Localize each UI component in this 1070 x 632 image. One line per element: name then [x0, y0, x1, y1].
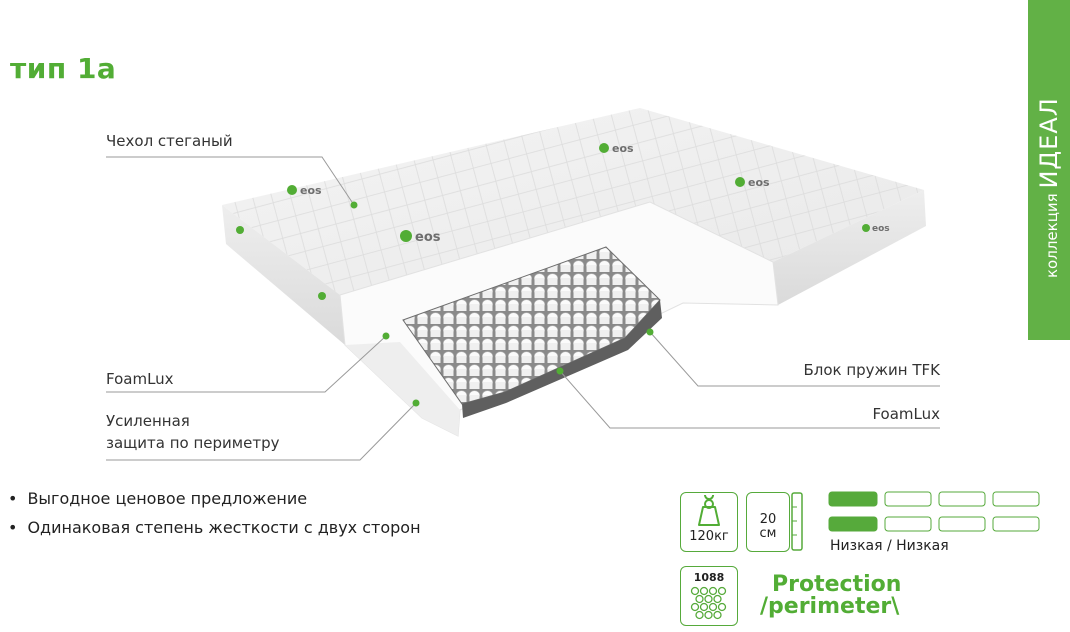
svg-text:eos: eos [612, 142, 634, 155]
label-cover: Чехол стеганый [106, 132, 233, 150]
protection-line1: Protection [772, 572, 902, 597]
callout-lines [106, 156, 940, 461]
firmness-side-a [828, 491, 1040, 507]
height-ruler-icon [791, 492, 803, 551]
protection-perimeter-badge: Protection /perimeter\ [760, 574, 901, 618]
label-foam-left: FoamLux [106, 370, 174, 388]
spring-block [402, 246, 662, 418]
firmness-label: Низкая / Низкая [830, 538, 949, 554]
svg-text:eos: eos [872, 224, 890, 234]
firmness-side-b [828, 516, 1040, 532]
svg-text:eos: eos [300, 184, 322, 197]
firmness-scale [828, 491, 1040, 532]
label-perimeter-line2: защита по периметру [106, 434, 280, 452]
springs-icon [690, 586, 727, 620]
protection-line2: /perimeter\ [760, 594, 900, 619]
height-unit: см [759, 526, 777, 541]
weight-icon [698, 495, 720, 526]
svg-text:eos: eos [748, 176, 770, 189]
label-spring-block: Блок пружин TFK [803, 361, 940, 379]
callout-dots [350, 201, 654, 407]
page-title: тип 1а [10, 52, 117, 85]
brand-logo: eos eos eos eos eos [236, 142, 890, 300]
label-perimeter: Усиленная защита по периметру [106, 410, 279, 454]
height-box: 20 см [746, 492, 790, 552]
label-perimeter-line1: Усиленная [106, 412, 190, 430]
collection-tab: коллекция ИДЕАЛ [1028, 0, 1070, 340]
mattress-cover [222, 108, 926, 345]
springs-box: 1088 [680, 566, 738, 626]
max-load-value: 120кг [689, 529, 729, 544]
label-foam-right: FoamLux [872, 405, 940, 423]
feature-item: Одинаковая степень жесткости с двух стор… [8, 513, 420, 542]
max-load-box: 120кг [680, 492, 738, 552]
svg-text:eos: eos [415, 230, 441, 245]
feature-item: Выгодное ценовое предложение [8, 484, 421, 513]
springs-count: 1088 [693, 571, 725, 584]
height-value: 20 [759, 512, 777, 527]
feature-list: Выгодное ценовое предложение Одинаковая … [8, 484, 421, 542]
